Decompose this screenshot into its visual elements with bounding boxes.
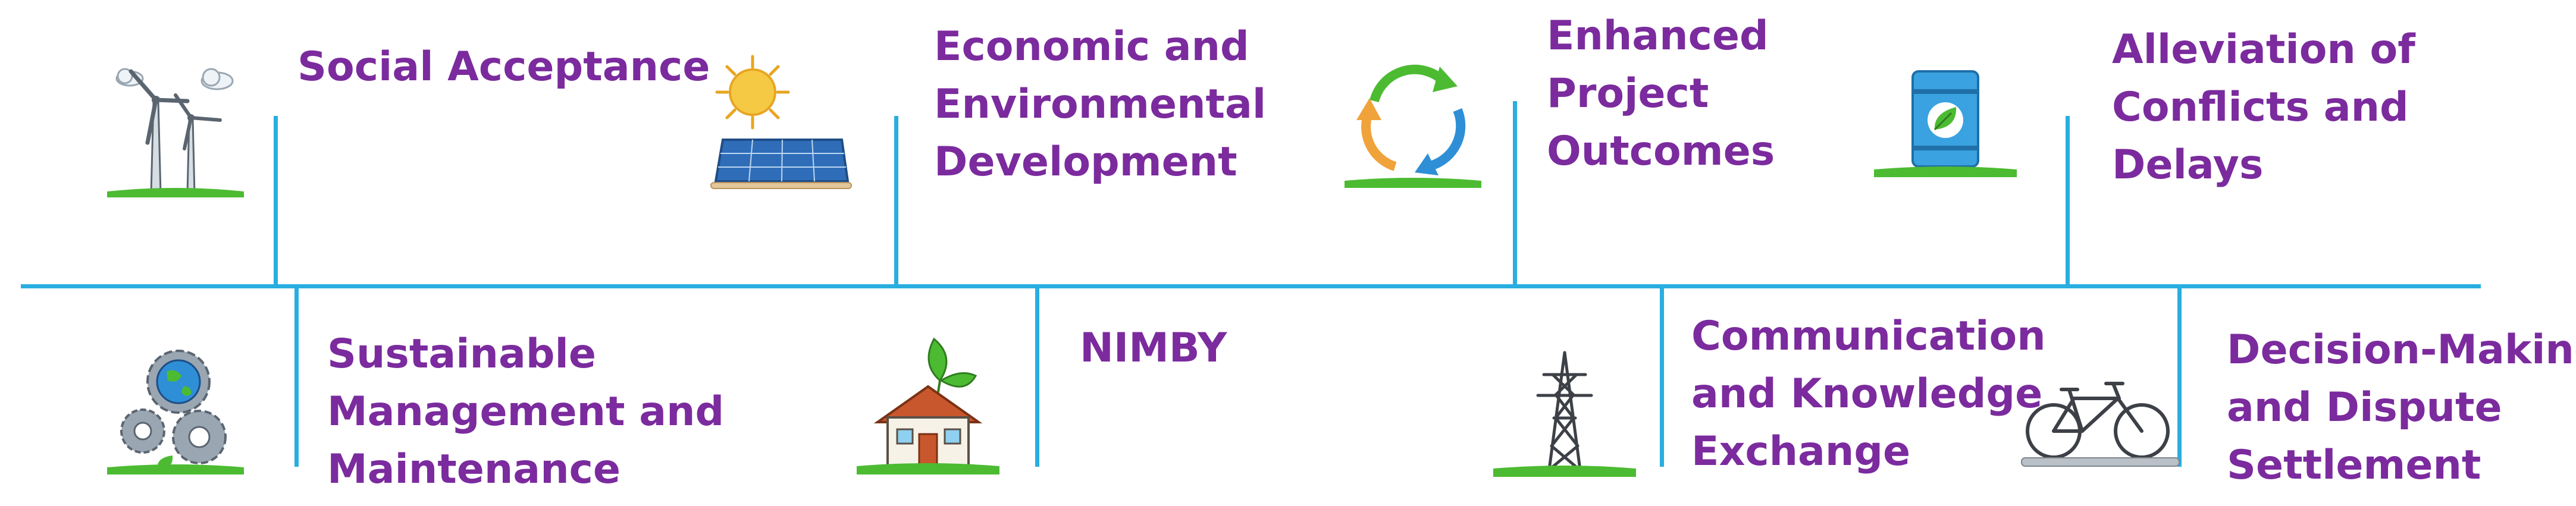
label-communication-knowledge-exchange: Communication and Knowledge Exchange — [1691, 307, 2046, 480]
timeline-tick — [274, 116, 278, 284]
power-pylon-icon — [1487, 348, 1642, 482]
label-line: Exchange — [1691, 428, 1911, 475]
label-nimby: NIMBY — [1080, 319, 1227, 377]
label-line: Social Acceptance — [297, 43, 710, 90]
label-social-acceptance: Social Acceptance — [297, 38, 710, 96]
label-line: Enhanced — [1547, 12, 1769, 59]
label-line: and Knowledge — [1691, 370, 2043, 417]
label-line: Project — [1547, 70, 1709, 117]
globe-gears-icon — [101, 345, 250, 479]
label-decision-making-dispute-settlement: Decision-Making and Dispute Settlement — [2227, 321, 2576, 494]
solar-panel-icon — [705, 51, 854, 193]
timeline-tick — [1513, 101, 1517, 284]
label-line: Communication — [1691, 313, 2046, 360]
label-economic-environmental-development: Economic and Environmental Development — [934, 18, 1266, 191]
timeline-tick — [2066, 116, 2070, 284]
label-line: Economic and — [934, 23, 1249, 70]
bicycle-icon — [2017, 375, 2183, 473]
label-line: Conflicts and — [2112, 84, 2409, 131]
timeline-tick — [1660, 288, 1664, 467]
label-line: Settlement — [2227, 442, 2481, 489]
label-line: Alleviation of — [2112, 26, 2415, 73]
label-line: Development — [934, 139, 1237, 186]
label-line: Delays — [2112, 142, 2264, 188]
label-line: Decision-Making — [2227, 326, 2576, 373]
label-line: Maintenance — [327, 446, 621, 493]
green-fuel-barrel-icon — [1868, 65, 2023, 184]
label-alleviation-of-conflicts-and-delays: Alleviation of Conflicts and Delays — [2112, 21, 2415, 194]
timeline-tick — [294, 288, 299, 467]
label-line: NIMBY — [1080, 325, 1227, 372]
eco-house-icon — [851, 333, 1005, 479]
label-line: Outcomes — [1547, 128, 1775, 175]
label-sustainable-management-maintenance: Sustainable Management and Maintenance — [327, 325, 724, 498]
label-line: Environmental — [934, 81, 1267, 128]
recycle-arrows-icon — [1339, 54, 1487, 196]
timeline-tick — [894, 116, 898, 284]
wind-turbine-icon — [101, 59, 250, 202]
timeline-tick — [1035, 288, 1039, 467]
label-line: Sustainable — [327, 331, 596, 378]
timeline-tick — [2177, 288, 2182, 467]
label-enhanced-project-outcomes: Enhanced Project Outcomes — [1547, 7, 1775, 180]
label-line: and Dispute — [2227, 384, 2502, 431]
label-line: Management and — [327, 388, 725, 435]
timeline-axis — [21, 284, 2481, 288]
